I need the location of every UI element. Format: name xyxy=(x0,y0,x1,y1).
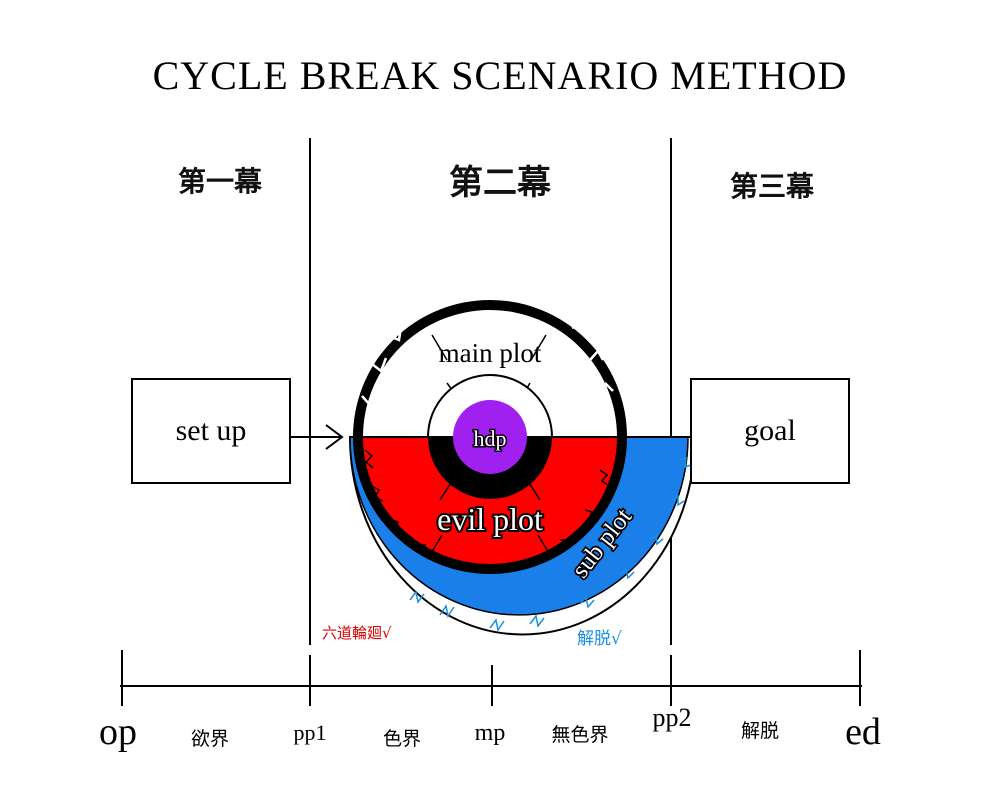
act-three-label: 第三幕 xyxy=(729,170,814,203)
diagram-title: CYCLE BREAK SCENARIO METHOD xyxy=(152,53,848,98)
zone-gedatsu: 解脱 xyxy=(740,720,779,742)
hdp-label: hdp xyxy=(474,426,507,451)
setup-to-cycle-arrow xyxy=(285,424,344,450)
evil-plot-label: evil plot xyxy=(437,501,543,537)
setup-box: set up xyxy=(131,378,291,484)
timeline-op: op xyxy=(99,711,137,753)
evil-plot-chevrons xyxy=(364,449,610,554)
main-plot-label: main plot xyxy=(439,338,542,368)
sub-plot-zigzags xyxy=(409,456,692,632)
zone-mushikikai: 無色界 xyxy=(551,724,609,746)
rokudo-route-label: 六道輪廻√ xyxy=(322,624,392,642)
timeline-pp1: pp1 xyxy=(293,720,327,745)
timeline-pp2: pp2 xyxy=(652,703,692,732)
timeline xyxy=(120,650,862,706)
act-two-label: 第二幕 xyxy=(449,163,551,203)
gedatsu-route-label: 解脱√ xyxy=(577,629,622,649)
main-plot-area xyxy=(363,310,617,437)
timeline-ed: ed xyxy=(845,711,881,753)
zone-yokukai: 欲界 xyxy=(190,728,229,750)
act-one-label: 第一幕 xyxy=(177,165,262,198)
timeline-mp: mp xyxy=(474,720,506,746)
ring-chevrons xyxy=(361,274,614,408)
zone-shikikai: 色界 xyxy=(382,728,421,750)
hdp-core xyxy=(453,400,527,474)
goal-box: goal xyxy=(690,378,850,484)
evil-plot-area xyxy=(363,437,617,564)
